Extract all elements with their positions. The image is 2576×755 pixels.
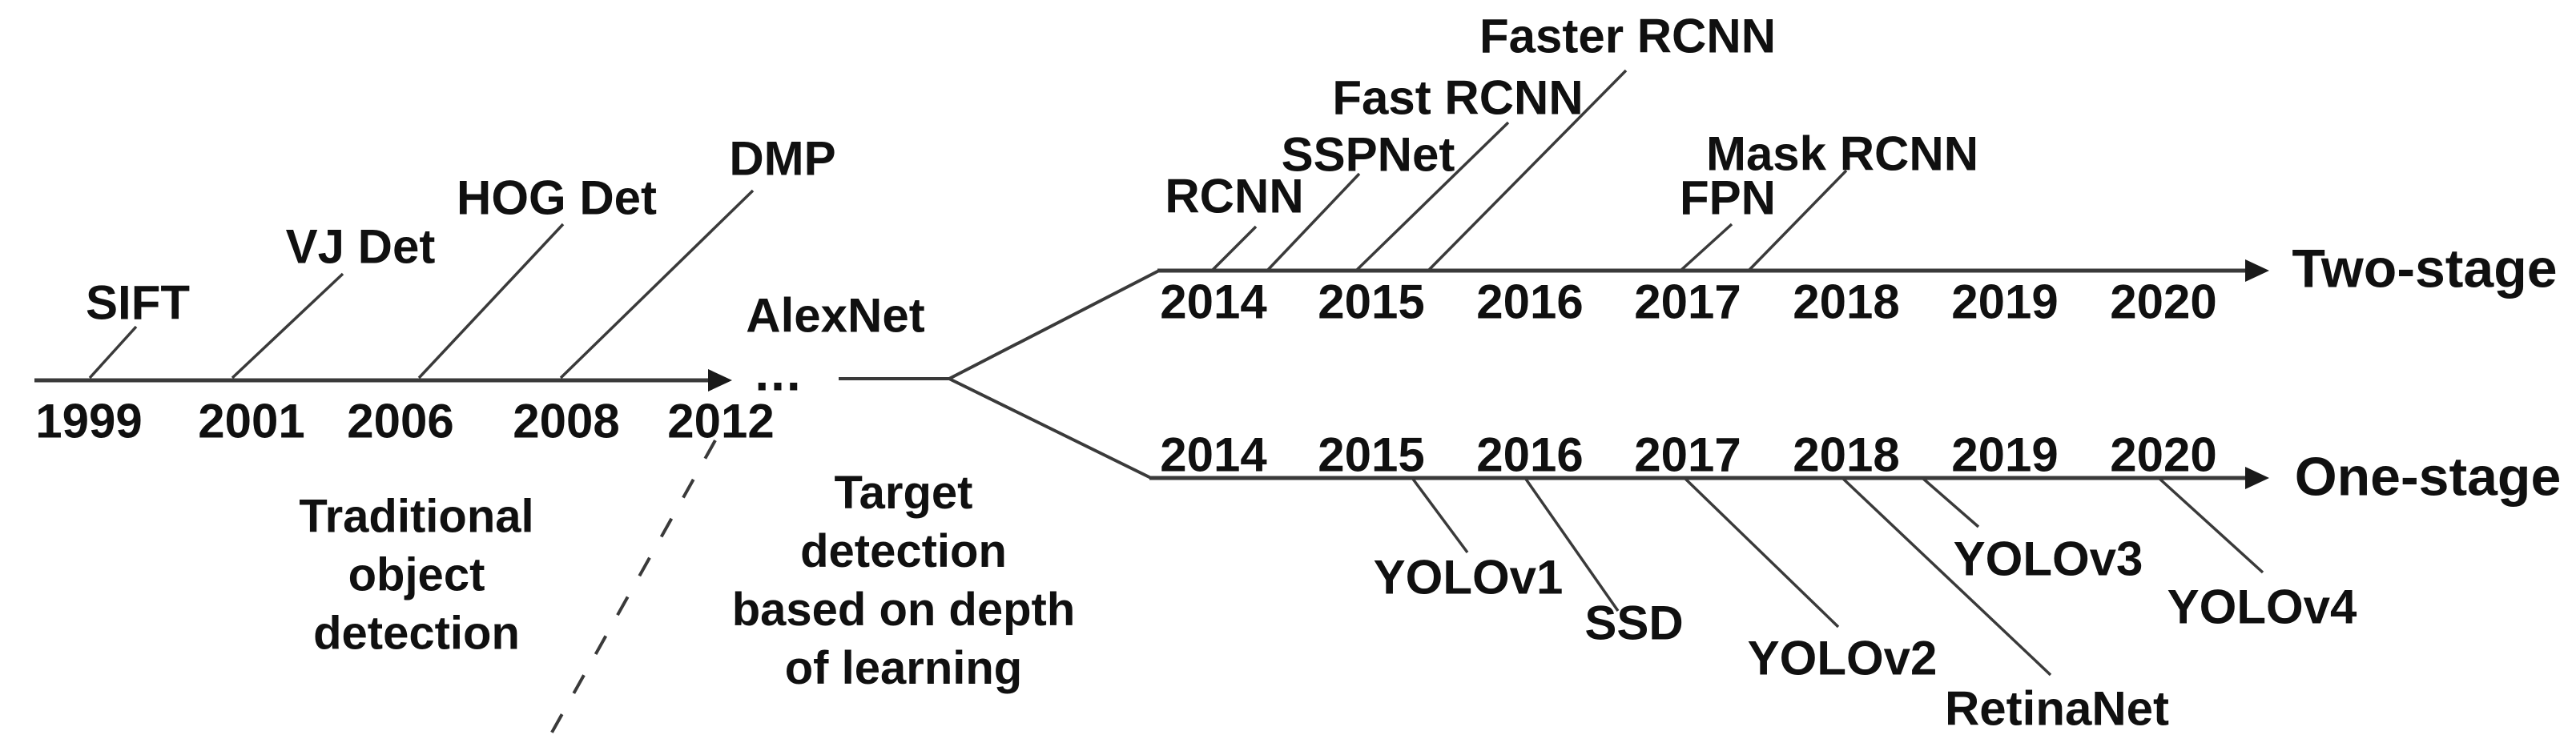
method-label-yolov1: YOLOv1 [1373, 550, 1564, 604]
main-axis-arrowhead [708, 369, 732, 392]
branch-label-two-stage: Two-stage [2292, 238, 2558, 299]
one-stage-year-2020: 2020 [2110, 428, 2217, 482]
era-divider-dashed-line [540, 440, 717, 752]
method-label-fast-rcnn: Fast RCNN [1332, 70, 1584, 125]
branch-label-one-stage: One-stage [2294, 446, 2562, 508]
one-stage-year-2015: 2015 [1318, 428, 1425, 482]
main-year-1999: 1999 [35, 394, 143, 448]
method-label-yolov4: YOLOv4 [2167, 580, 2357, 634]
two-stage-year-2015: 2015 [1318, 275, 1425, 329]
two-stage-year-2014: 2014 [1160, 275, 1267, 329]
method-label-ssd: SSD [1584, 596, 1684, 650]
leader-line-vj-det [231, 272, 344, 380]
leader-line-yolov4 [2157, 476, 2264, 574]
one-stage-year-2017: 2017 [1634, 428, 1741, 482]
two-stage-year-2019: 2019 [1951, 275, 2059, 329]
two-stage-year-2018: 2018 [1793, 275, 1900, 329]
two-stage-year-2016: 2016 [1476, 275, 1584, 329]
one-stage-year-2018: 2018 [1793, 428, 1900, 482]
leader-line-fpn [1679, 223, 1733, 272]
method-label-mask-rcnn: Mask RCNN [1705, 127, 1979, 181]
fork-upper-diagonal [948, 269, 1160, 380]
continuation-ellipsis: ... [755, 343, 803, 402]
method-label-sspnet: SSPNet [1281, 127, 1455, 182]
leader-line-yolov1 [1411, 476, 1469, 554]
leader-line-ssd [1523, 476, 1620, 612]
main-year-2008: 2008 [513, 394, 620, 448]
two-stage-year-2017: 2017 [1634, 275, 1741, 329]
one-stage-year-2016: 2016 [1476, 428, 1584, 482]
leader-line-faster-rcnn [1427, 69, 1628, 272]
method-label-fpn: FPN [1680, 171, 1776, 225]
leader-line-hog-det [417, 223, 565, 380]
two-stage-arrowhead [2245, 259, 2269, 282]
one-stage-year-2019: 2019 [1951, 428, 2059, 482]
leader-line-fast-rcnn [1354, 121, 1510, 272]
method-label-faster-rcnn: Faster RCNN [1479, 9, 1777, 63]
caption-traditional-object-detection: Traditional object detection [299, 490, 534, 660]
method-label-alexnet: AlexNet [746, 288, 925, 343]
leader-line-retinanet [1841, 476, 2052, 677]
main-year-2006: 2006 [347, 394, 454, 448]
fork-lower-diagonal [948, 377, 1152, 480]
leader-line-dmp [559, 189, 755, 380]
caption-deep-learning-detection: Target detection based on depth of learn… [731, 466, 1076, 695]
method-label-yolov2: YOLOv2 [1747, 631, 1938, 685]
leader-line-yolov3 [1921, 476, 1980, 528]
method-label-yolov3: YOLOv3 [1953, 532, 2143, 586]
method-label-sift: SIFT [86, 275, 190, 330]
method-label-vj-det: VJ Det [285, 219, 436, 274]
one-stage-year-2014: 2014 [1160, 428, 1267, 482]
leader-line-mask-rcnn [1747, 169, 1848, 272]
method-label-retinanet: RetinaNet [1944, 681, 2170, 736]
main-year-2012: 2012 [667, 394, 775, 448]
leader-line-yolov2 [1683, 476, 1840, 628]
leader-line-sspnet [1266, 172, 1361, 272]
leader-line-sift [88, 325, 138, 380]
method-label-rcnn: RCNN [1165, 169, 1304, 223]
one-stage-arrowhead [2245, 467, 2269, 489]
leader-line-rcnn [1210, 225, 1258, 272]
main-year-2001: 2001 [198, 394, 305, 448]
method-label-dmp: DMP [729, 131, 836, 186]
two-stage-year-2020: 2020 [2110, 275, 2217, 329]
method-label-hog-det: HOG Det [456, 171, 658, 225]
